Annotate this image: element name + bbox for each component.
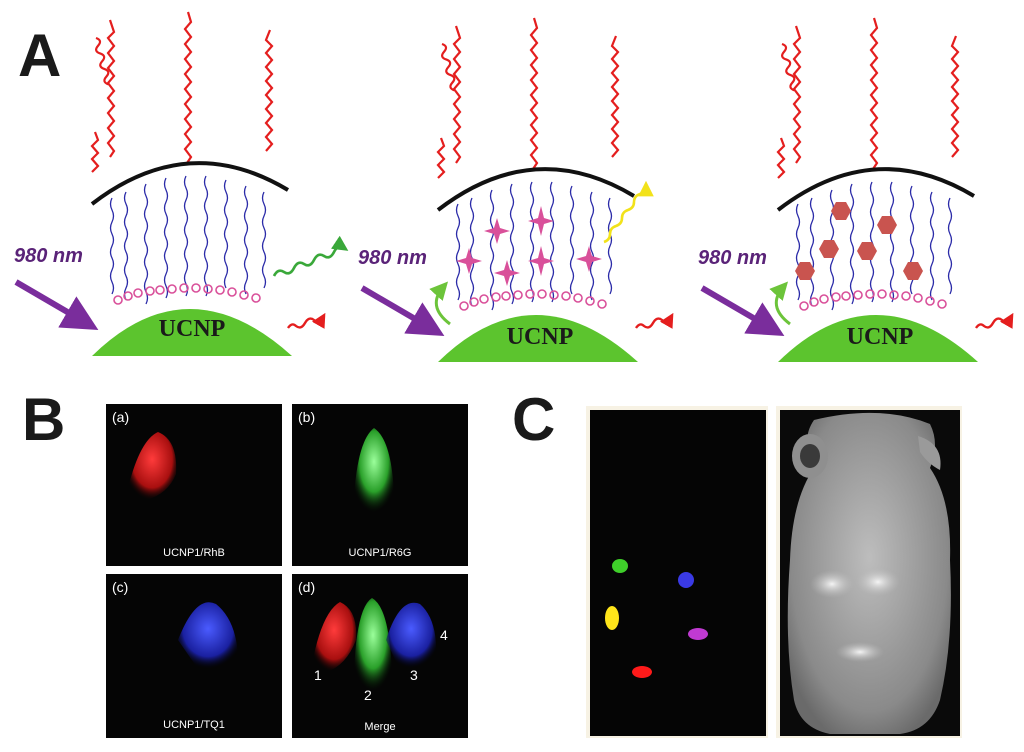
red-emission-icon-3 (975, 312, 1014, 329)
panel-c-letter: C (512, 386, 556, 453)
panel-a: 980 nm UCNP 980 nm UCNP (14, 10, 1014, 364)
merge-blue-blob (386, 602, 437, 668)
tile-a: (a) UCNP1/RhB (106, 404, 282, 566)
luminescence-image (590, 410, 766, 736)
mouse-silhouette (787, 412, 951, 734)
green-spot (612, 559, 628, 573)
dye-molecule-icons (456, 206, 602, 286)
tile-b-caption: UCNP1/R6G (349, 547, 412, 559)
green-emission-icon (272, 235, 349, 277)
magenta-spot (688, 628, 708, 640)
panel-a-letter: A (18, 22, 62, 89)
merge-number-1: 1 (314, 667, 322, 683)
tile-b: (b) UCNP1/R6G (292, 404, 468, 566)
panel-c (586, 406, 962, 738)
ucnp-label-3: UCNP (847, 324, 914, 350)
panel-b: (a) UCNP1/RhB (b) UCNP1/R6G (c) UCNP1/TQ… (106, 404, 468, 738)
excitation-label-3: 980 nm (698, 247, 767, 269)
green-emission-blob (354, 428, 394, 513)
red-emission-blob (128, 432, 177, 500)
excitation-label-2: 980 nm (358, 247, 427, 269)
tile-d: (d) 1 2 3 4 Merge (292, 574, 468, 738)
energy-transfer-arrow-icon-3 (769, 281, 791, 326)
excitation-label-1: 980 nm (14, 245, 83, 267)
merge-number-3: 3 (410, 667, 418, 683)
tile-c-corner: (c) (112, 579, 128, 595)
ucnp-label-1: UCNP (159, 316, 226, 342)
merge-green-blob (354, 598, 392, 691)
yellow-emission-icon (603, 180, 654, 244)
red-spot (632, 666, 652, 678)
red-emission-icon-2 (635, 312, 674, 329)
tile-d-corner: (d) (298, 579, 315, 595)
tile-c: (c) UCNP1/TQ1 (106, 574, 282, 738)
tile-a-caption: UCNP1/RhB (163, 547, 225, 559)
blue-emission-blob (178, 602, 238, 669)
red-emission-icon (287, 312, 326, 329)
merge-number-2: 2 (364, 687, 372, 703)
panel-b-letter: B (22, 386, 66, 453)
energy-transfer-arrow-icon (429, 281, 451, 326)
tile-c-caption: UCNP1/TQ1 (163, 719, 225, 731)
blue-spot (678, 572, 694, 588)
tile-b-corner: (b) (298, 409, 315, 425)
tile-a-corner: (a) (112, 409, 129, 425)
scheme-3: 980 nm UCNP (698, 16, 1014, 364)
tile-d-caption: Merge (364, 721, 395, 733)
merge-red-blob (312, 602, 357, 672)
scheme-2: 980 nm UCNP (358, 16, 674, 364)
quencher-molecule-icons (795, 202, 923, 280)
ucnp-label-2: UCNP (507, 324, 574, 350)
merge-number-4: 4 (440, 627, 448, 643)
yellow-spot (605, 606, 619, 630)
scheme-1: 980 nm UCNP (14, 10, 349, 358)
